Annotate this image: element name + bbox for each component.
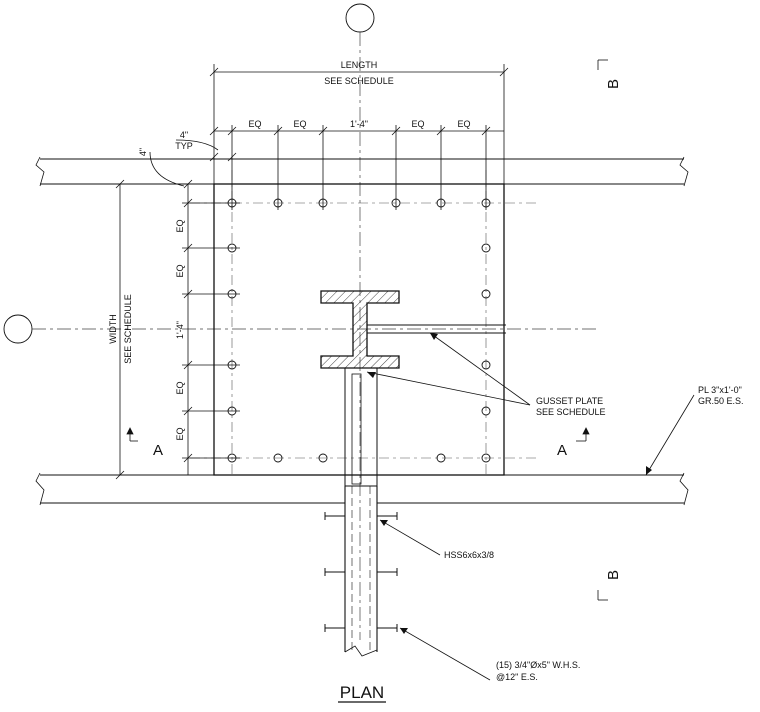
section-b-top-label: B (605, 79, 622, 89)
embed-plate (213, 183, 505, 476)
gusset-callout-line2: SEE SCHEDULE (536, 407, 606, 417)
length-dimension (209, 64, 509, 184)
section-marker-a-right (576, 427, 590, 442)
leader-lines (175, 139, 695, 681)
drawing-title: PLAN (340, 683, 384, 702)
width-label: WIDTH (108, 314, 118, 344)
hss-callout: HSS6x6x3/8 (444, 550, 494, 560)
stud-centerlines (190, 170, 540, 475)
gusset-plate (367, 324, 506, 334)
section-marker-b-bottom (597, 590, 608, 601)
width-note: SEE SCHEDULE (123, 294, 133, 364)
studs-callout-line1: (15) 3/4"Øx5" W.H.S. (496, 660, 580, 670)
section-b-bottom-label: B (605, 570, 622, 580)
eq-vlabel-3: EQ (175, 381, 185, 394)
eq-vlabel-1: EQ (175, 219, 185, 232)
eq-label-4: EQ (457, 119, 470, 129)
eq-vlabel-4: EQ (175, 427, 185, 440)
eq-dimension-string (209, 125, 504, 210)
edge-dist-note: TYP (175, 141, 193, 151)
edge-dist-label: 4" (180, 130, 188, 140)
side-edge-label: 4" (138, 148, 148, 156)
eq-label-2: EQ (293, 119, 306, 129)
wide-flange-section (320, 290, 400, 369)
top-member-lines (35, 156, 689, 187)
grid-bubble-left (3, 314, 600, 344)
hss-column (344, 367, 378, 657)
section-a-left-label: A (153, 442, 163, 459)
bottom-member-lines (35, 472, 689, 506)
eq-vlabel-2: EQ (175, 264, 185, 277)
eq-label-3: EQ (411, 119, 424, 129)
gusset-callout-line1: GUSSET PLATE (536, 396, 603, 406)
eq-label-1: EQ (248, 119, 261, 129)
section-marker-b-top (597, 59, 608, 70)
plate-callout-line1: PL 3"x1'-0" (698, 385, 742, 395)
leader-arrowheads (367, 333, 652, 634)
section-a-right-label: A (557, 442, 567, 459)
eq-vertical-dimension (149, 151, 240, 475)
center-vspacing-label: 1'-4" (175, 321, 185, 339)
width-dimension (112, 179, 214, 480)
center-spacing-label: 1'-4" (350, 119, 368, 129)
section-marker-a-left (126, 427, 138, 442)
length-label: LENGTH (341, 60, 378, 70)
length-note: SEE SCHEDULE (324, 76, 394, 86)
plate-callout-line2: GR.50 E.S. (698, 396, 744, 406)
hss-studs (324, 512, 398, 632)
studs-callout-line2: @12" E.S. (496, 672, 538, 682)
